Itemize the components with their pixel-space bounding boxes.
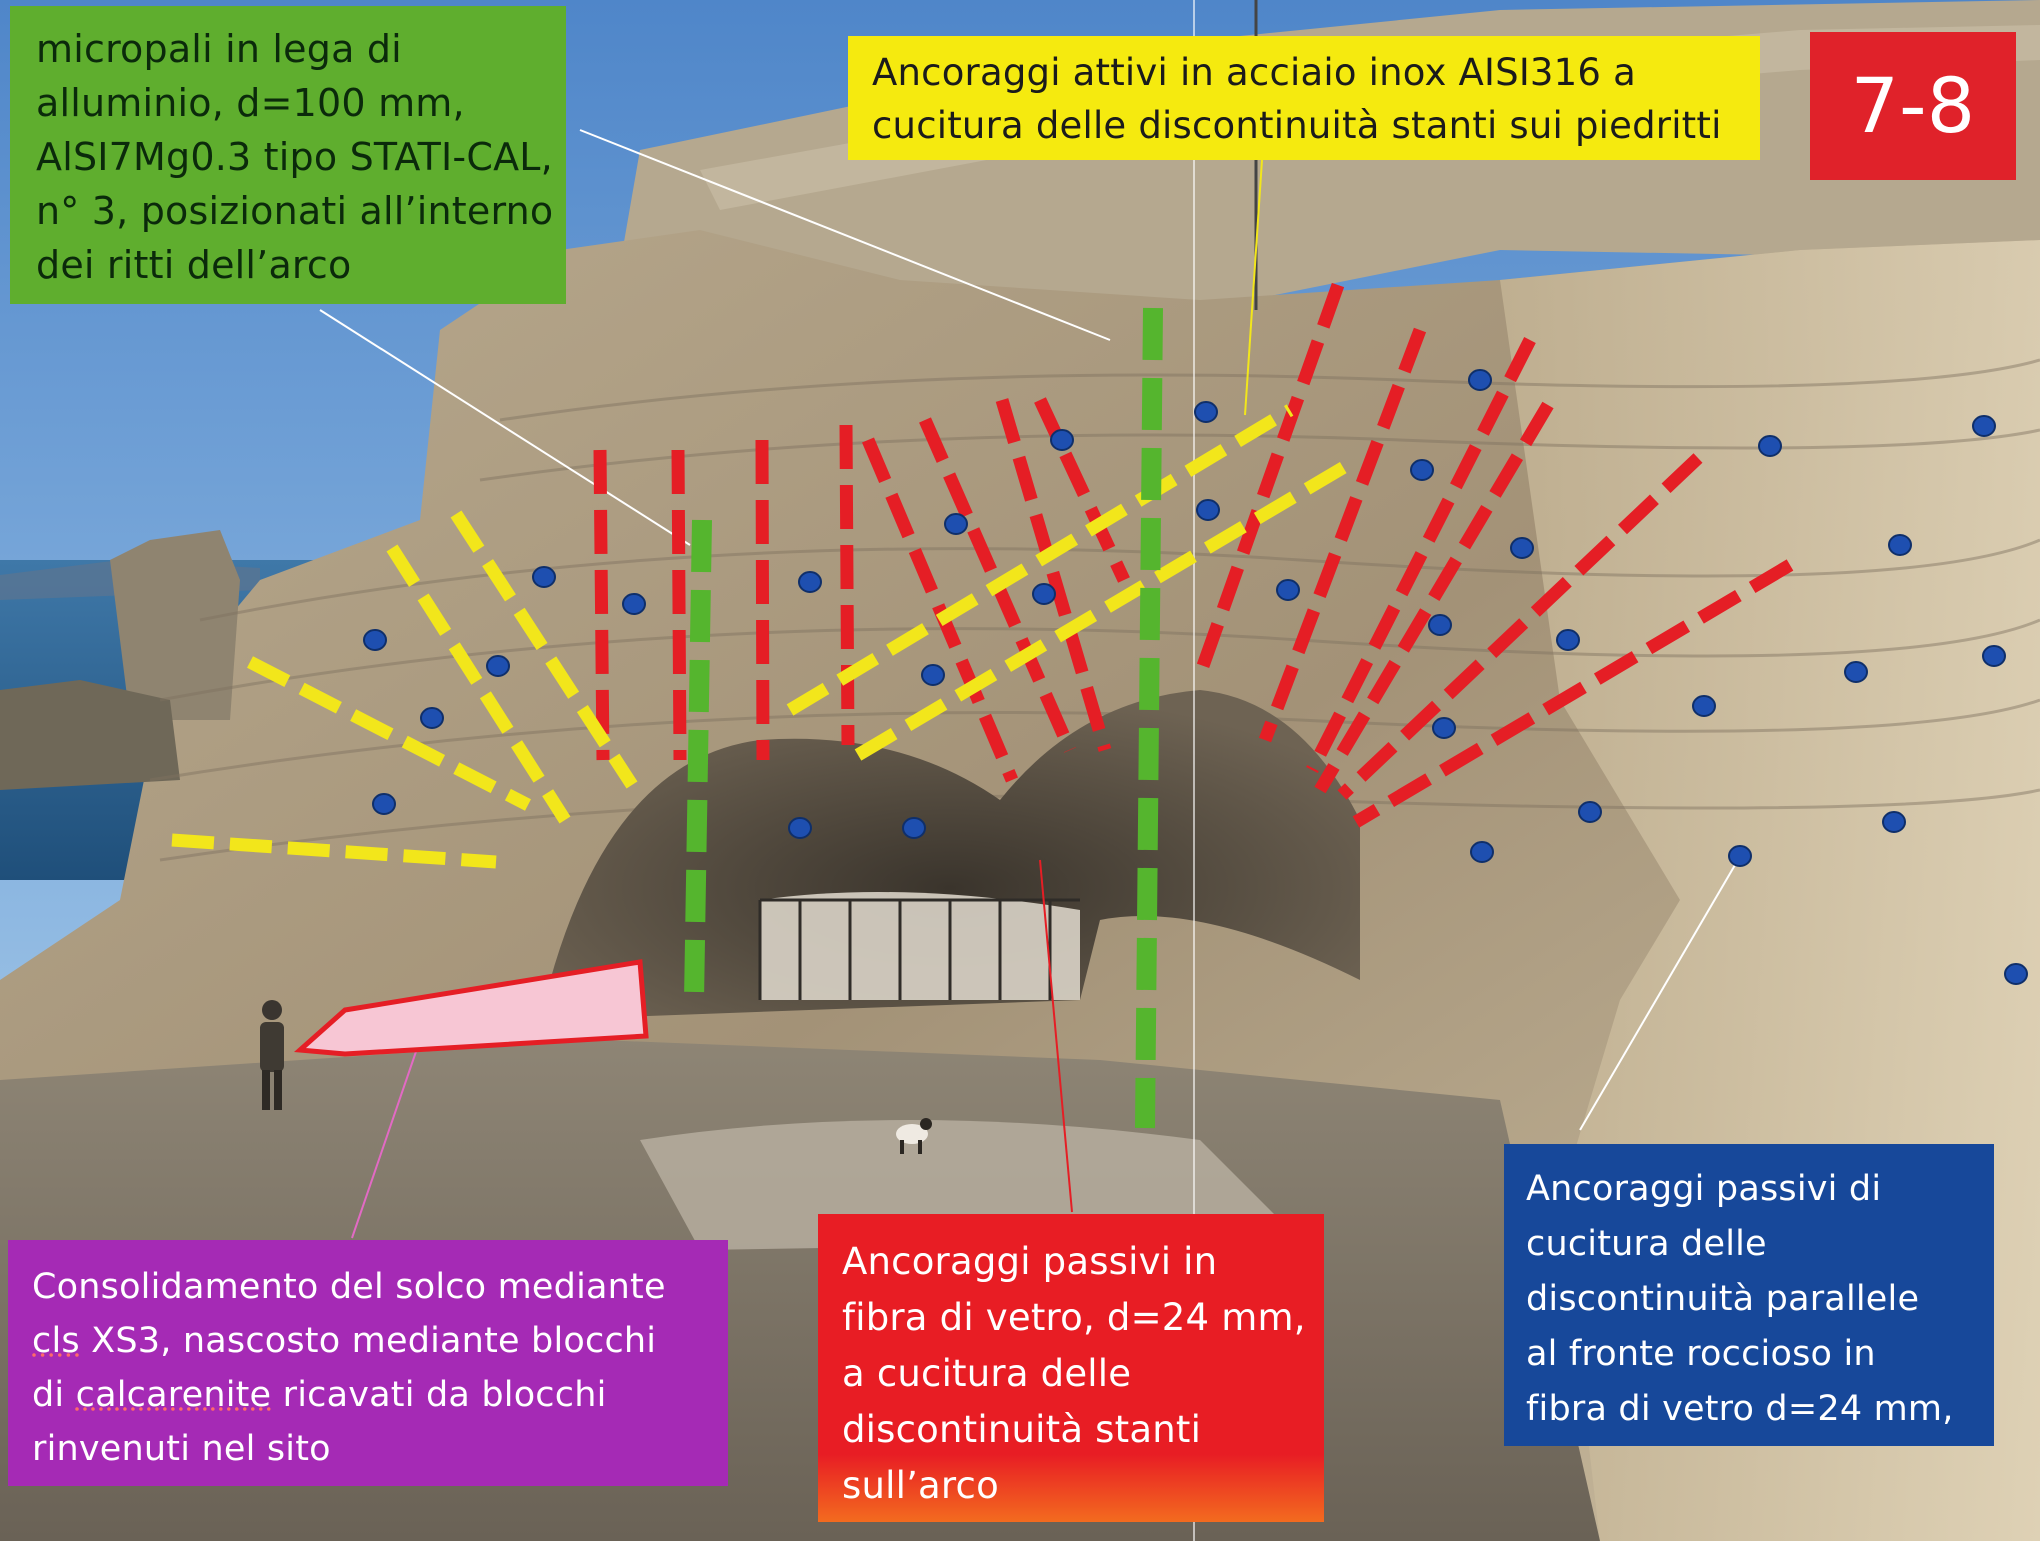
- callout-line: sull’arco: [842, 1464, 999, 1507]
- micropile-callout: micropali in lega di alluminio, d=100 mm…: [10, 6, 566, 304]
- callout-line: a cucitura delle: [842, 1352, 1132, 1395]
- groove-consolidation-callout: Consolidamento del solco mediante cls XS…: [8, 1240, 728, 1486]
- callout-line: Consolidamento del solco mediante: [32, 1267, 666, 1307]
- callout-line: rinvenuti nel sito: [32, 1429, 331, 1469]
- callout-line: discontinuità stanti: [842, 1408, 1202, 1451]
- callout-line: cucitura delle discontinuità stanti sui …: [872, 104, 1722, 147]
- callout-line: micropali in lega di: [36, 27, 402, 71]
- blue-anchor-dots: [363, 369, 2028, 985]
- sea-stack: [110, 530, 240, 720]
- callout-line: di calcarenite ricavati da blocchi: [32, 1368, 728, 1422]
- callout-line: Ancoraggi attivi in acciaio inox AISI316…: [872, 51, 1636, 94]
- arch-anchor-callout: Ancoraggi passivi in fibra di vetro, d=2…: [818, 1214, 1324, 1522]
- callout-line: al fronte roccioso in: [1526, 1334, 1876, 1374]
- callout-text: di: [32, 1375, 76, 1415]
- red-anchor-lines: [593, 282, 1794, 828]
- callout-text: ricavati da blocchi: [271, 1375, 607, 1415]
- groove-arrow-marker: [294, 959, 649, 1057]
- callout-line: cucitura delle: [1526, 1224, 1767, 1264]
- fence: [758, 898, 1080, 1000]
- callout-line: fibra di vetro, d=24 mm,: [842, 1296, 1306, 1339]
- active-anchor-callout: Ancoraggi attivi in acciaio inox AISI316…: [848, 36, 1760, 160]
- parallel-anchor-callout: Ancoraggi passivi di cucitura delle disc…: [1504, 1144, 1994, 1446]
- callout-line: fibra di vetro d=24 mm,: [1526, 1389, 1954, 1429]
- callout-line: alluminio, d=100 mm,: [36, 81, 465, 125]
- callout-line: Ancoraggi passivi in: [842, 1240, 1218, 1283]
- person-figure: [260, 1000, 284, 1110]
- dog-figure: [896, 1118, 932, 1154]
- callout-line: n° 3, posizionati all’interno: [36, 189, 554, 233]
- callout-line: cls XS3, nascosto mediante blocchi: [32, 1314, 728, 1368]
- green-micropile-lines: [684, 307, 1163, 1129]
- callout-line: Ancoraggi passivi di: [1526, 1169, 1882, 1209]
- pointer-lines: [319, 129, 1736, 1131]
- callout-line: AlSI7Mg0.3 tipo STATI-CAL,: [36, 135, 553, 179]
- spellcheck-word: calcarenite: [75, 1375, 272, 1415]
- figure-number-badge: 7-8: [1810, 32, 2016, 180]
- callout-line: discontinuità parallele: [1526, 1279, 1920, 1319]
- callout-text: XS3, nascosto mediante blocchi: [79, 1321, 657, 1361]
- yellow-anchor-lines: [171, 404, 1360, 869]
- spellcheck-word: cls: [32, 1321, 80, 1361]
- callout-line: dei ritti dell’arco: [36, 243, 352, 287]
